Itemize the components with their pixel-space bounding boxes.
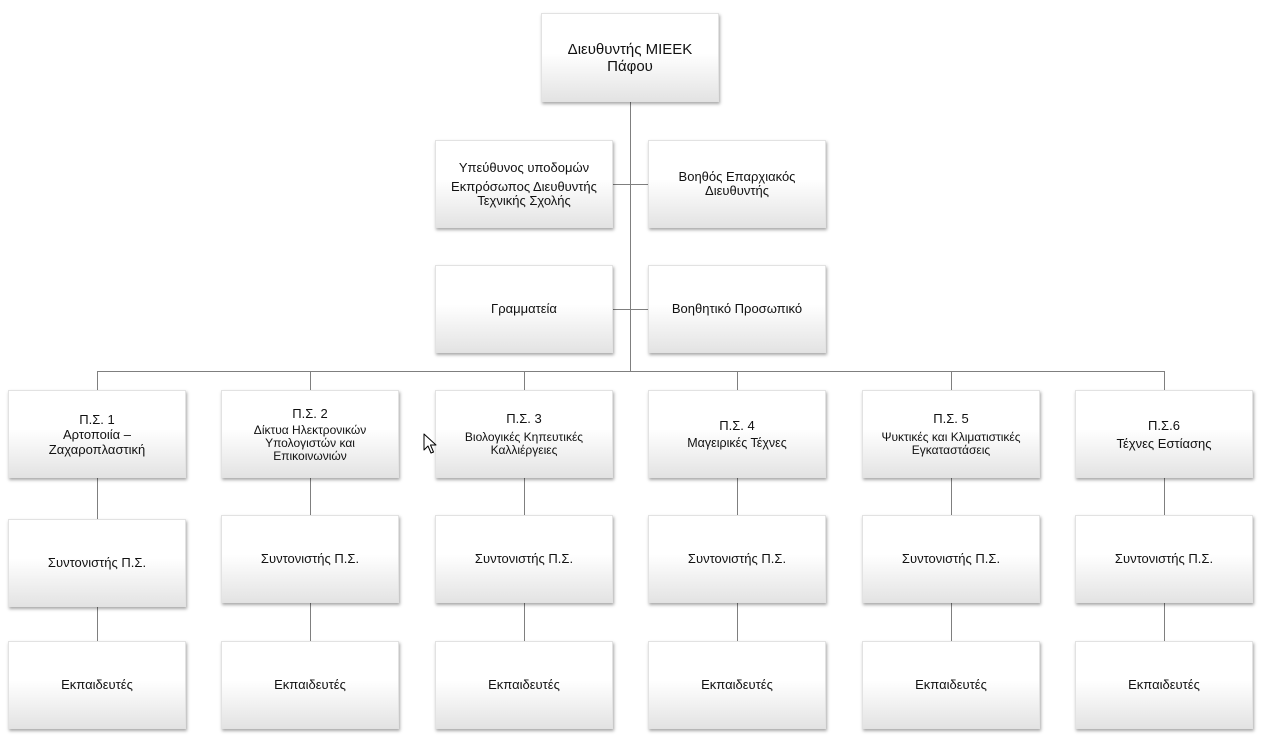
program-name: Ψυκτικές και Κλιματιστικές Εγκαταστάσεις xyxy=(881,430,1021,457)
coordinator-box-5[interactable]: Συντονιστής Π.Σ. xyxy=(862,515,1040,603)
program-box-1[interactable]: Π.Σ. 1 Αρτοποιία – Ζαχαροπλαστική xyxy=(8,390,186,478)
mouse-pointer-icon xyxy=(423,433,437,454)
program-name: Τέχνες Εστίασης xyxy=(1116,435,1212,451)
trainers-box-6[interactable]: Εκπαιδευτές xyxy=(1075,641,1253,729)
program-box-5[interactable]: Π.Σ. 5 Ψυκτικές και Κλιματιστικές Εγκατα… xyxy=(862,390,1040,478)
program-code: Π.Σ. 5 xyxy=(933,411,969,426)
assistant-director-line1: Βοηθός Επαρχιακός xyxy=(678,169,796,184)
program-box-2[interactable]: Π.Σ. 2 Δίκτυα Ηλεκτρονικών Υπολογιστών κ… xyxy=(221,390,399,478)
program-name: Μαγειρικές Τέχνες xyxy=(687,436,787,450)
infrastructure-line1: Υπεύθυνος υποδομών xyxy=(458,159,590,175)
director-title: Διευθυντής ΜΙΕΕΚ xyxy=(567,40,693,58)
trainers-box-5[interactable]: Εκπαιδευτές xyxy=(862,641,1040,729)
support-staff-box[interactable]: Βοηθητικό Προσωπικό xyxy=(648,265,826,353)
coordinator-box-3[interactable]: Συντονιστής Π.Σ. xyxy=(435,515,613,603)
trainers-label: Εκπαιδευτές xyxy=(488,677,560,692)
coordinator-label: Συντονιστής Π.Σ. xyxy=(687,551,787,566)
trainers-label: Εκπαιδευτές xyxy=(274,677,346,692)
program-code: Π.Σ.6 xyxy=(1148,417,1180,433)
support-staff-label: Βοηθητικό Προσωπικό xyxy=(671,301,803,316)
coordinator-box-1[interactable]: Συντονιστής Π.Σ. xyxy=(8,519,186,607)
assistant-director-line2: Διευθυντής xyxy=(705,183,769,198)
program-name: Αρτοποιία – Ζαχαροπλαστική xyxy=(48,426,146,457)
program-code: Π.Σ. 2 xyxy=(292,405,328,421)
program-code: Π.Σ. 1 xyxy=(79,411,115,427)
infrastructure-representative-box[interactable]: Υπεύθυνος υποδομών Εκπρόσωπος Διευθυντής… xyxy=(435,140,613,228)
program-code: Π.Σ. 3 xyxy=(506,411,542,426)
secretariat-box[interactable]: Γραμματεία xyxy=(435,265,613,353)
program-name: Δίκτυα Ηλεκτρονικών Υπολογιστών και Επικ… xyxy=(253,422,367,463)
coordinator-label: Συντονιστής Π.Σ. xyxy=(47,555,147,570)
assistant-director-box[interactable]: Βοηθός Επαρχιακός Διευθυντής xyxy=(648,140,826,228)
program-box-6[interactable]: Π.Σ.6 Τέχνες Εστίασης xyxy=(1075,390,1253,478)
program-name: Βιολογικές Κηπευτικές Καλλιέργειες xyxy=(464,430,584,457)
trainers-label: Εκπαιδευτές xyxy=(61,677,133,692)
trainers-label: Εκπαιδευτές xyxy=(701,677,773,692)
trainers-box-3[interactable]: Εκπαιδευτές xyxy=(435,641,613,729)
coordinator-label: Συντονιστής Π.Σ. xyxy=(474,551,574,566)
trainers-box-2[interactable]: Εκπαιδευτές xyxy=(221,641,399,729)
program-box-3[interactable]: Π.Σ. 3 Βιολογικές Κηπευτικές Καλλιέργειε… xyxy=(435,390,613,478)
program-box-4[interactable]: Π.Σ. 4 Μαγειρικές Τέχνες xyxy=(648,390,826,478)
coordinator-label: Συντονιστής Π.Σ. xyxy=(260,551,360,566)
director-subtitle: Πάφου xyxy=(607,57,653,75)
infrastructure-line3: Τεχνικής Σχολής xyxy=(477,192,571,208)
coordinator-box-6[interactable]: Συντονιστής Π.Σ. xyxy=(1075,515,1253,603)
trainers-box-1[interactable]: Εκπαιδευτές xyxy=(8,641,186,729)
program-code: Π.Σ. 4 xyxy=(719,418,755,433)
coordinator-box-4[interactable]: Συντονιστής Π.Σ. xyxy=(648,515,826,603)
infrastructure-line2: Εκπρόσωπος Διευθυντής xyxy=(451,178,597,194)
coordinator-label: Συντονιστής Π.Σ. xyxy=(1114,551,1214,566)
trainers-label: Εκπαιδευτές xyxy=(1128,677,1200,692)
coordinator-label: Συντονιστής Π.Σ. xyxy=(901,551,1001,566)
secretariat-label: Γραμματεία xyxy=(491,301,557,316)
coordinator-box-2[interactable]: Συντονιστής Π.Σ. xyxy=(221,515,399,603)
trainers-box-4[interactable]: Εκπαιδευτές xyxy=(648,641,826,729)
director-box[interactable]: Διευθυντής ΜΙΕΕΚ Πάφου xyxy=(541,13,719,102)
trainers-label: Εκπαιδευτές xyxy=(915,677,987,692)
